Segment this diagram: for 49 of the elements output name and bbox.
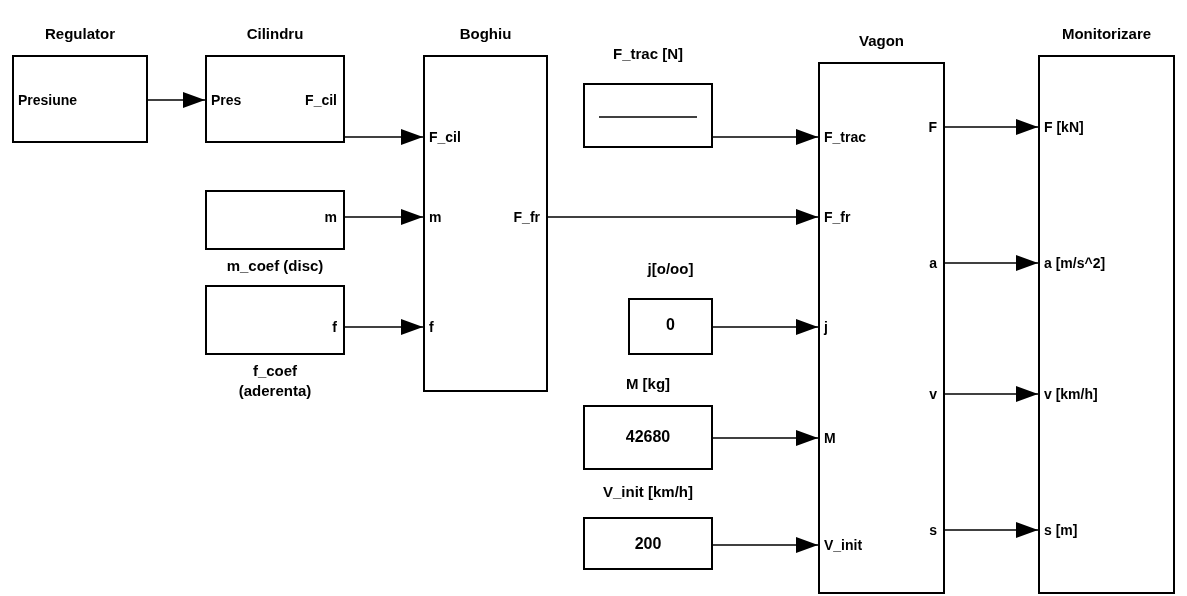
block-title: V_init [km/h] [603,483,693,501]
block-title: Monitorizare [1061,25,1152,43]
port-label: s [m] [1044,521,1078,539]
constant-value: 200 [633,535,663,553]
port-label: F [928,118,937,136]
signal-arrow [944,255,1039,271]
port-label: v [929,385,937,403]
block-caption: m_coef (disc) [226,256,324,276]
port-label: M [824,429,836,447]
port-label: m [324,208,337,226]
port-label: j [824,318,828,336]
port-label: F [kN] [1044,118,1084,136]
port-label: a [929,254,937,272]
block-title: Regulator [45,25,115,43]
signal-arrow [147,92,206,108]
port-label: F_trac [824,128,867,146]
port-label: F_cil [429,128,461,146]
signal-arrow [712,319,819,335]
port-label: Presiune [18,91,78,109]
signal-arrow [344,209,424,225]
port-label: Pres [211,91,242,109]
signal-arrow [944,119,1039,135]
constant-value: 0 [665,316,676,334]
port-label: m [429,208,442,226]
port-label: F_cil [305,91,337,109]
constant-value: 42680 [624,428,672,446]
block-title: M [kg] [625,375,671,393]
signal-arrow [712,129,819,145]
block-title: Boghiu [459,25,512,43]
signal-arrow [344,129,424,145]
block-title: Vagon [859,32,904,50]
block-title: Cilindru [246,25,304,43]
port-label: F_fr [824,208,851,226]
signal-arrow [944,386,1039,402]
signal-arrow [712,430,819,446]
block-title: j[o/oo] [647,260,694,278]
port-label: v [km/h] [1044,385,1098,403]
signal-arrow [712,537,819,553]
block-title: F_trac [N] [613,45,683,63]
signal-arrow [944,522,1039,538]
port-label: V_init [824,536,863,554]
port-label: F_fr [513,208,540,226]
signal-arrow [547,209,819,225]
block-caption: f_coef (aderenta) [237,361,313,401]
port-label: s [929,521,937,539]
signal-arrow [344,319,424,335]
port-label: a [m/s^2] [1044,254,1106,272]
port-label: f [332,318,337,336]
port-label: f [429,318,434,336]
